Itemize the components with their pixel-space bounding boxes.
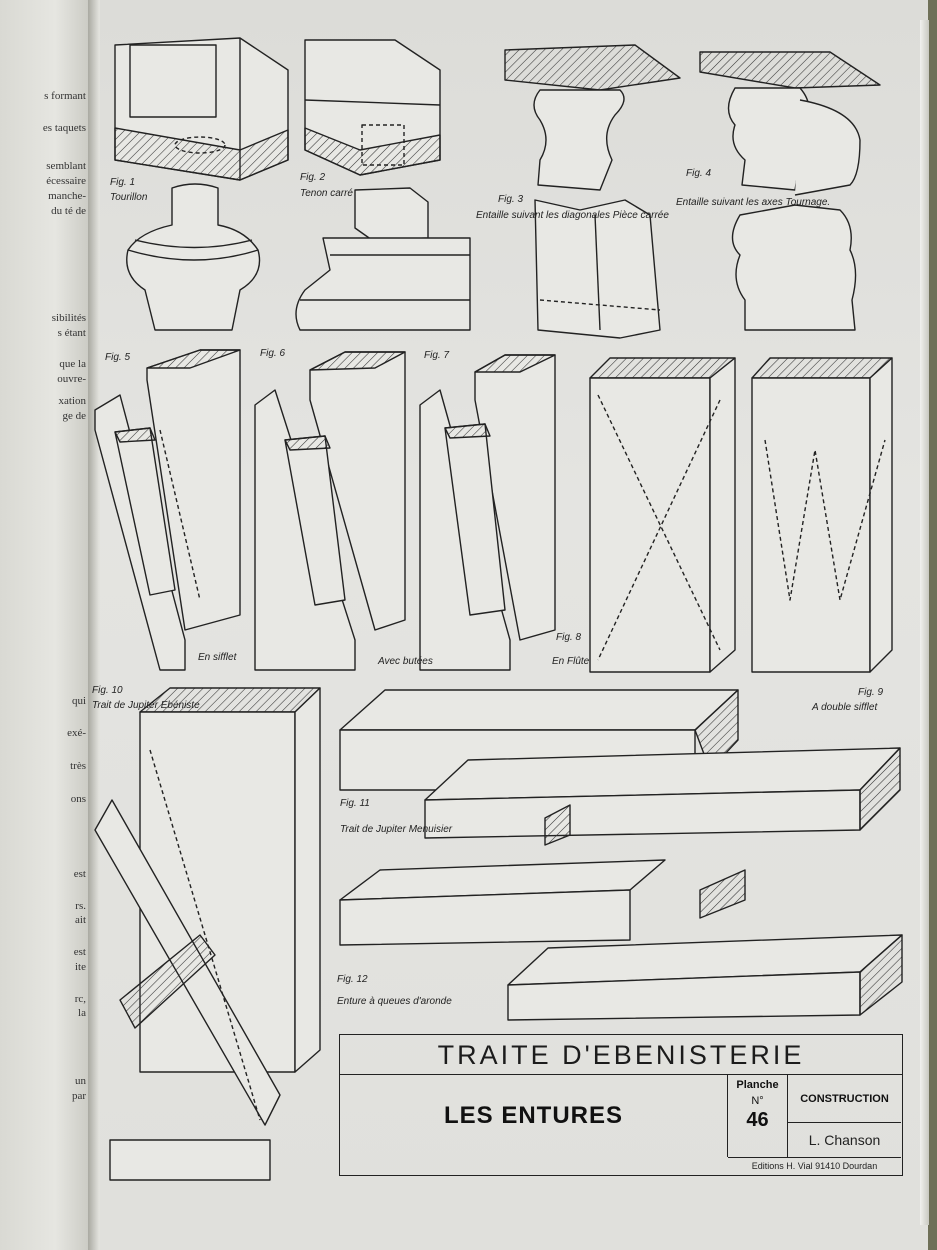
fig1-note: Tourillon xyxy=(110,192,148,203)
text-fragment: très xyxy=(70,760,86,772)
text-fragment: s formant xyxy=(44,90,86,102)
fig9-note: A double sifflet xyxy=(811,702,878,713)
fig8-note: En Flûte xyxy=(552,656,590,667)
text-fragment: es taquets xyxy=(42,122,86,134)
fig2-caption: Fig. 2 xyxy=(300,172,325,183)
fig9-caption: Fig. 9 xyxy=(858,687,883,698)
category-label: CONSTRUCTION xyxy=(788,1075,901,1123)
text-fragment: ite xyxy=(75,961,86,973)
text-fragment: la xyxy=(78,1007,86,1019)
fig10-drawing xyxy=(94,687,321,1181)
text-fragment: s étant xyxy=(57,327,86,339)
plate-title: LES ENTURES xyxy=(340,1075,728,1157)
fig5-caption: Fig. 5 xyxy=(105,352,130,363)
author-name: L. Chanson xyxy=(808,1132,881,1148)
planche-label: Planche xyxy=(736,1079,779,1091)
fig10-note: Trait de Jupiter Ebéniste xyxy=(92,700,200,711)
text-fragment: manche- xyxy=(48,190,86,202)
fig8-drawing xyxy=(589,357,736,673)
text-fragment: xation xyxy=(58,395,87,407)
text-fragment: qui xyxy=(71,695,86,707)
fig5-note: En sifflet xyxy=(198,652,238,663)
fig2-note: Tenon carré xyxy=(300,188,353,199)
text-fragment: par xyxy=(71,1090,86,1102)
fig3-note: Entaille suivant les diagonales Pièce ca… xyxy=(476,210,669,221)
text-fragment: est xyxy=(73,946,86,958)
text-fragment: est xyxy=(73,868,86,880)
text-fragment: écessaire xyxy=(46,175,86,187)
number-label: N° xyxy=(751,1095,764,1107)
text-fragment: un xyxy=(75,1075,86,1087)
fig3-drawing xyxy=(504,44,681,339)
fig6-drawing xyxy=(254,351,406,671)
fig12-caption: Fig. 12 xyxy=(337,974,368,985)
series-title: TRAITE D'EBENISTERIE xyxy=(340,1035,902,1075)
text-fragment: ouvre- xyxy=(57,373,86,385)
fig6-note: Avec butées xyxy=(377,656,433,667)
facing-page: s formant es taquets semblant écessaire … xyxy=(0,0,92,1250)
fig2-drawing xyxy=(295,39,471,331)
fig1-drawing xyxy=(114,37,289,331)
fig4-drawing xyxy=(699,51,881,331)
fig7-drawing xyxy=(419,354,556,671)
text-fragment: rc, xyxy=(74,993,86,1005)
fig5-drawing xyxy=(94,349,241,671)
fig11-drawing xyxy=(339,689,901,846)
fig7-caption: Fig. 7 xyxy=(424,350,449,361)
plate-number-cell: Planche N° 46 xyxy=(728,1075,788,1157)
fig11-note: Trait de Jupiter Menuisier xyxy=(340,824,453,835)
fig8-caption: Fig. 8 xyxy=(556,632,581,643)
fig3-caption: Fig. 3 xyxy=(498,194,523,205)
fig12-note: Enture à queues d'aronde xyxy=(337,996,452,1007)
fig10-caption: Fig. 10 xyxy=(92,685,123,696)
plate-number: 46 xyxy=(746,1109,769,1131)
text-fragment: ons xyxy=(70,793,86,805)
text-fragment: sibilités xyxy=(51,312,86,324)
text-fragment: rs. xyxy=(75,900,86,912)
fig9-drawing xyxy=(751,357,893,673)
fig1-caption: Fig. 1 xyxy=(110,177,135,188)
text-fragment: ge de xyxy=(62,410,86,422)
text-fragment: du té de xyxy=(51,205,86,217)
page-edge xyxy=(920,20,929,1225)
title-block: TRAITE D'EBENISTERIE LES ENTURES Planche… xyxy=(339,1034,903,1176)
fig6-caption: Fig. 6 xyxy=(260,348,285,359)
fig4-note: Entaille suivant les axes Tournage. xyxy=(676,197,830,208)
fig11-caption: Fig. 11 xyxy=(340,798,370,809)
text-fragment: semblant xyxy=(46,160,86,172)
fig4-caption: Fig. 4 xyxy=(686,168,711,179)
publisher-line: Editions H. Vial 91410 Dourdan xyxy=(728,1157,901,1175)
text-fragment: ait xyxy=(75,914,86,926)
text-fragment: que la xyxy=(59,358,86,370)
fig12-drawing xyxy=(339,859,903,1021)
text-fragment: exé- xyxy=(67,727,86,739)
